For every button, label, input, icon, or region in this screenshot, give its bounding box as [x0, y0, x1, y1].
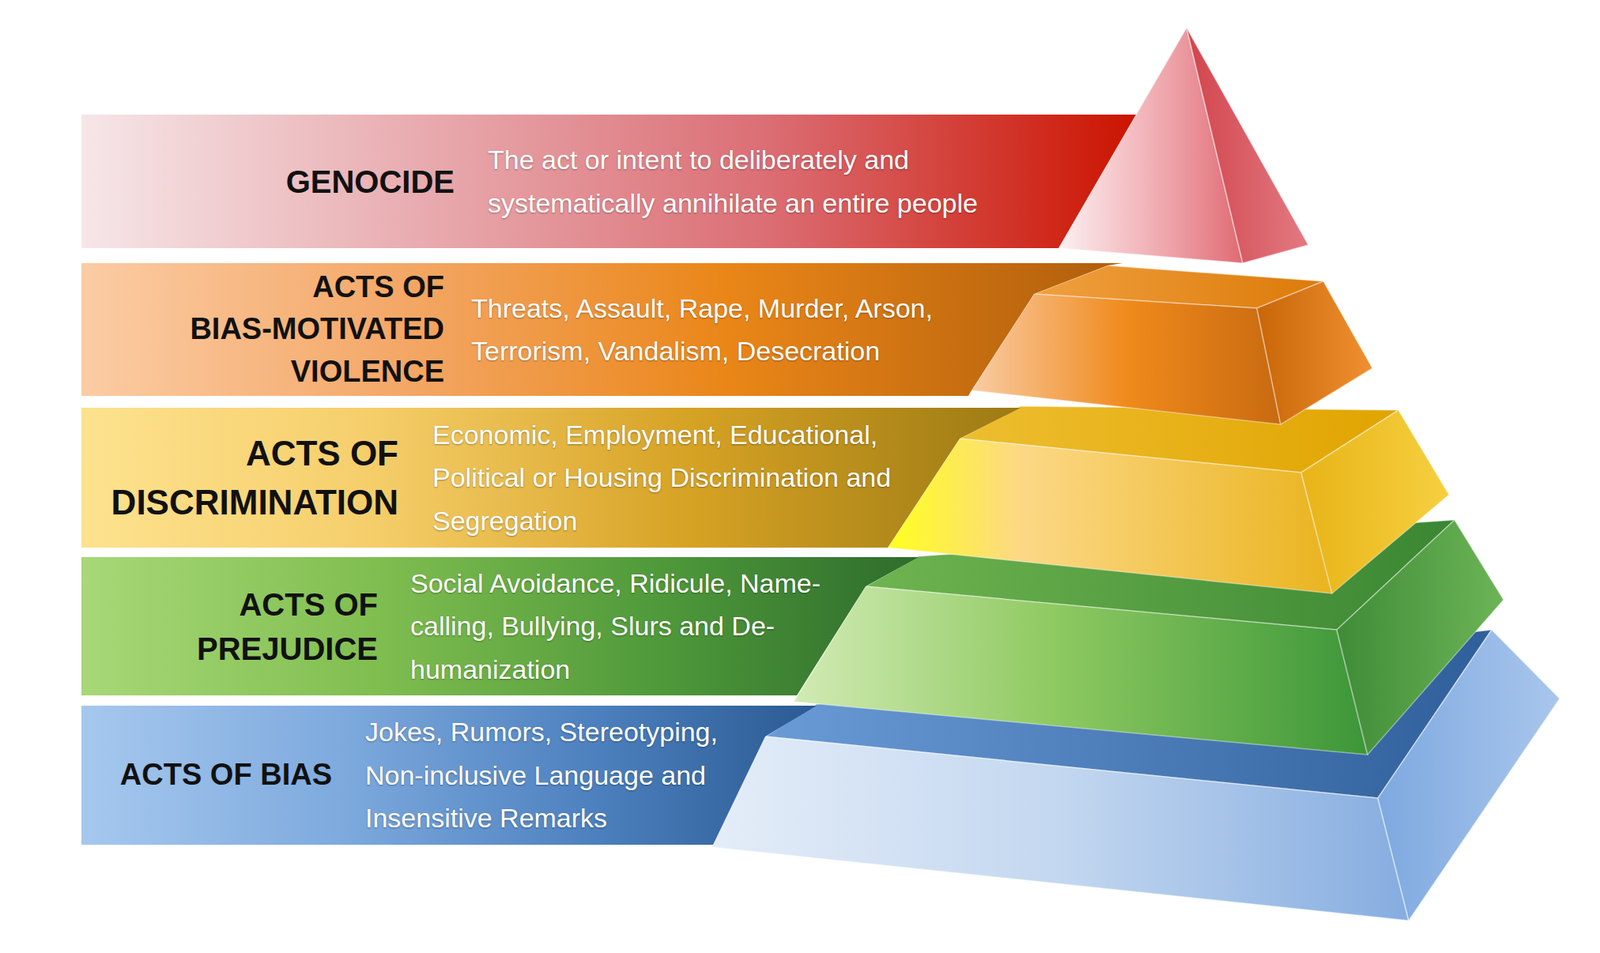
heading-word: ACTS: [245, 433, 341, 473]
band-description: Social Avoidance, Ridicule, Name-calling…: [410, 562, 822, 691]
heading-word: BIAS: [260, 758, 333, 792]
heading-word: OF: [333, 587, 378, 623]
pyramid-band: ACTS OF PREJUDICE Social Avoidance, Ridic…: [81, 557, 919, 696]
heading-word: VIOLENCE: [290, 354, 445, 389]
heading-word: DISCRIMINATION: [111, 483, 399, 522]
band-description: Economic, Employment, Educational, Polit…: [432, 413, 910, 543]
band-heading: ACTS OF DISCRIMINATION: [81, 429, 399, 527]
pyramid-yellow-block: [887, 406, 1450, 594]
heading-word: PREJUDICE: [196, 631, 378, 667]
apex-right-face: [1186, 27, 1309, 264]
block-side-face: [1256, 281, 1373, 425]
block-front-face: [793, 586, 1368, 755]
heading-word: ACTS: [238, 587, 325, 623]
heading-word: ACTS: [120, 758, 202, 792]
pyramid-band: ACTS OF BIAS-MOTIVATED VIOLENCE Threats, …: [81, 263, 1123, 397]
heading-word: OF: [402, 270, 445, 304]
pyramid-band: ACTS OF DISCRIMINATION Economic, Employme…: [81, 407, 1021, 548]
band-heading: ACTS OF PREJUDICE: [81, 582, 378, 672]
band-heading: ACTS OF BIAS-MOTIVATED VIOLENCE: [81, 266, 445, 393]
block-front-face: [711, 736, 1409, 921]
band-description: The act or intent to deliberately and sy…: [487, 138, 1052, 225]
band-heading: GENOCIDE: [81, 159, 455, 204]
block-side-face: [1301, 410, 1450, 594]
heading-word: OF: [350, 433, 399, 473]
band-heading: ACTS OF BIAS: [81, 754, 333, 797]
heading-word: BIAS-MOTIVATED: [189, 312, 445, 346]
block-front-face: [887, 438, 1333, 594]
pyramid-band: ACTS OF BIAS Jokes, Rumors, Stereotyping,…: [81, 705, 817, 846]
heading-word: OF: [210, 758, 253, 792]
band-description: Threats, Assault, Rape, Murder, Arson, T…: [471, 286, 1004, 374]
heading-word: ACTS: [312, 270, 394, 304]
heading-word: GENOCIDE: [286, 164, 455, 200]
pyramid-band: GENOCIDE The act or intent to deliberatel…: [81, 114, 1136, 249]
band-description: Jokes, Rumors, Stereotyping, Non-inclusi…: [365, 710, 745, 840]
